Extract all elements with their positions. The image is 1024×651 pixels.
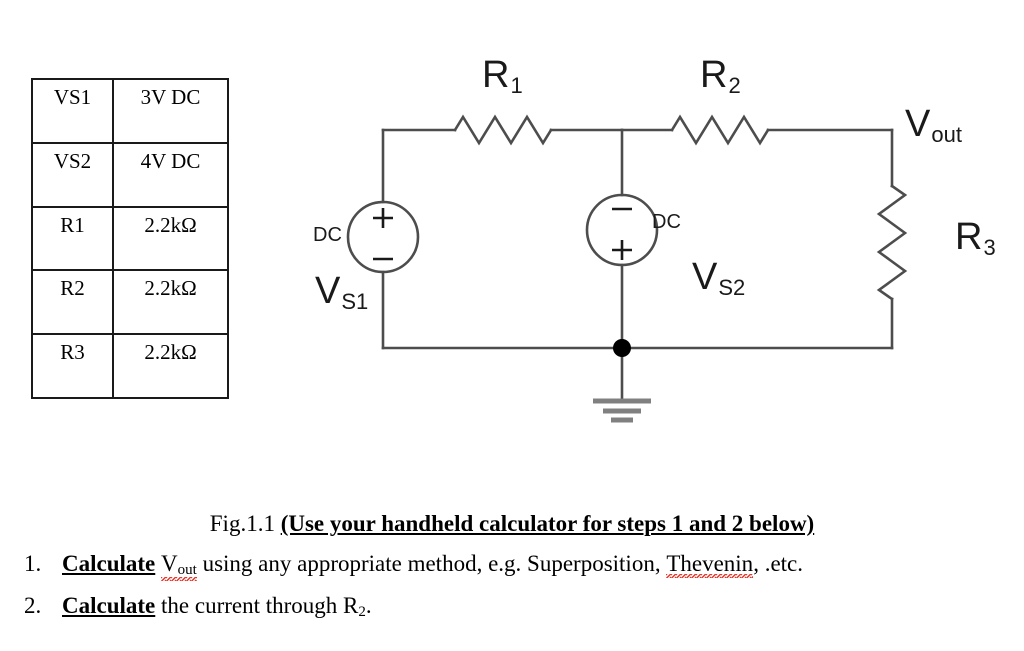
task-1-number: 1. [24,551,42,576]
task-list: 1. Calculate Vout using any appropriate … [24,552,1004,636]
vs1-label-subscript: S1 [341,289,369,314]
resistor-r3 [876,184,908,301]
vs2-label-subscript: S2 [718,275,746,300]
component-value-cell: 2.2kΩ [112,205,229,272]
list-item: 2. Calculate the current through R2. [24,594,1004,620]
figure-number: Fig.1.1 [209,511,281,536]
task-2-verb: Calculate [62,593,156,618]
voltage-source-vs2-circle [585,193,659,267]
junction-node-dot [613,339,631,357]
vout-label-subscript: out [931,122,962,147]
ground-symbol [593,398,651,423]
task-1-text: Calculate Vout using any appropriate met… [62,551,1004,581]
resistor-r1-label: R1 [482,56,523,97]
task-1-misspelled-word: Thevenin [666,551,754,578]
vs1-dc-label: DC [313,224,342,246]
component-name-cell: VS1 [31,78,114,144]
task-2-number: 2. [24,593,42,618]
r3-label-subscript: 3 [983,235,996,260]
vs1-label-main: V [315,270,341,312]
vs1-label: VS1 [315,272,368,313]
table-row: R3 2.2kΩ [31,333,229,399]
figure-caption: Fig.1.1 (Use your handheld calculator fo… [0,511,1024,537]
voltage-source-vs1-circle [346,200,420,274]
r2-label-main: R [700,54,728,96]
task-2-text: Calculate the current through R2. [62,594,1004,620]
vout-label: Vout [905,105,962,146]
task-1-tail-a: using any appropriate method, e.g. Super… [196,551,667,576]
task-2-period: . [365,593,372,618]
task-1-subject-main: V [161,551,178,576]
vs2-dc-label: DC [652,211,681,233]
list-item: 1. Calculate Vout using any appropriate … [24,551,1004,581]
table-row: VS2 4V DC [31,141,229,208]
table-row: R1 2.2kΩ [31,205,229,272]
resistor-r3-label: R3 [955,218,996,259]
table-row: R2 2.2kΩ [31,269,229,336]
table-row: VS1 3V DC [31,78,229,144]
task-1-subject-subscript: out [177,562,197,578]
caption-instruction: (Use your handheld calculator for steps … [280,511,815,536]
component-name-cell: R1 [31,205,114,272]
task-1-subject: Vout [161,551,197,581]
r1-label-main: R [482,54,510,96]
component-name-cell: VS2 [31,141,114,208]
component-value-cell: 2.2kΩ [112,333,229,399]
vs2-label-main: V [692,256,718,298]
vout-label-main: V [905,103,931,145]
task-1-verb: Calculate [62,551,156,576]
vs2-label: VS2 [692,258,745,299]
task-2-tail: the current through R [155,593,359,618]
task-2-subscript: 2 [358,604,366,620]
component-value-cell: 3V DC [112,78,229,144]
r1-label-subscript: 1 [510,73,523,98]
component-value-cell: 4V DC [112,141,229,208]
vs2-polarity-marks [612,207,632,260]
component-name-cell: R2 [31,269,114,336]
r2-label-subscript: 2 [728,73,741,98]
component-name-cell: R3 [31,333,114,399]
r3-label-main: R [955,216,983,258]
resistor-r2-label: R2 [700,56,741,97]
task-1-tail-b: , .etc. [753,551,803,576]
circuit-schematic: R1 R2 R3 Vout VS1 VS2 DC DC [313,56,996,423]
resistor-r1 [453,114,553,146]
component-value-cell: 2.2kΩ [112,269,229,336]
schematic-svg [346,114,908,423]
resistor-r2 [670,114,770,146]
vs1-polarity-marks [373,208,393,261]
component-values-table: VS1 3V DC VS2 4V DC R1 2.2kΩ R2 2.2kΩ R3… [31,78,229,399]
